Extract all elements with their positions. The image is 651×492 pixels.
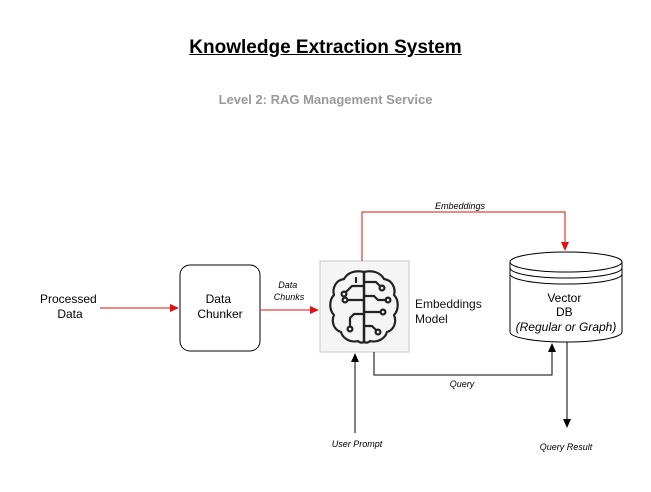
diagram-title: Knowledge Extraction System — [189, 37, 462, 58]
data-chunker-node[interactable]: Data Chunker — [179, 264, 261, 352]
edge-model-to-db-query — [373, 343, 556, 376]
query-result-label: Query Result — [540, 442, 593, 452]
brain-circuit-icon — [329, 270, 399, 344]
data-chunks-edge-label: Data Chunks — [274, 280, 305, 302]
processed-data-label: Processed Data — [40, 292, 100, 321]
embeddings-model-node[interactable] — [319, 260, 410, 353]
edge-model-to-db-embeddings — [361, 211, 569, 261]
user-prompt-label: User Prompt — [332, 439, 383, 449]
vector-db-node[interactable]: Vector DB (Regular or Graph) — [509, 251, 623, 343]
embeddings-edge-label: Embeddings — [435, 201, 486, 211]
data-chunker-label: Data Chunker — [197, 292, 242, 321]
vector-db-label: Vector DB (Regular or Graph) — [516, 291, 617, 334]
embeddings-model-label: Embeddings Model — [415, 297, 485, 326]
query-edge-label: Query — [450, 379, 475, 389]
diagram-subtitle: Level 2: RAG Management Service — [218, 92, 433, 107]
